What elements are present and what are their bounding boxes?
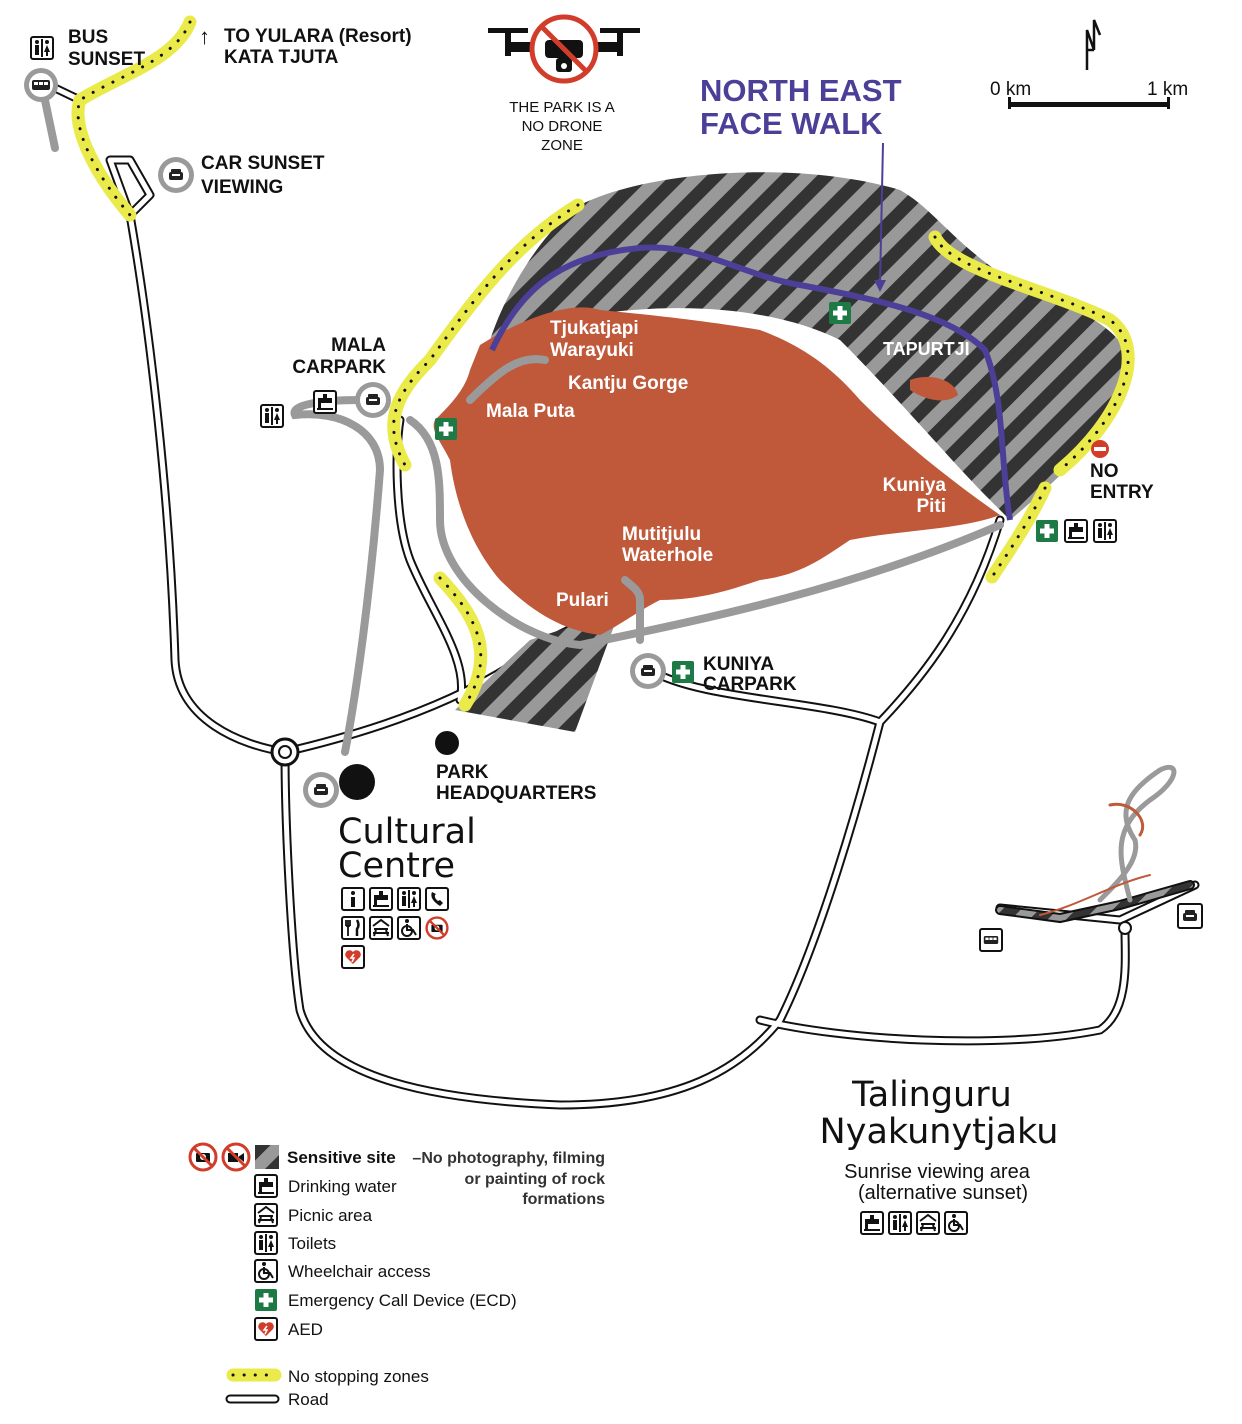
kuniya-carpark-marker[interactable]: [630, 653, 666, 689]
scale-end-label: 1 km: [1147, 79, 1188, 100]
sensitive-site-swatch: [255, 1145, 279, 1169]
scale-bar: [1008, 97, 1170, 109]
drinking-water-icon: [254, 1174, 278, 1198]
scale-start-label: 0 km: [990, 79, 1031, 100]
bus-marker[interactable]: [24, 68, 58, 102]
no-photo-icon: [188, 1142, 218, 1172]
talinguru-car-icon: [1177, 903, 1203, 929]
no-entry-icon: [1091, 440, 1109, 458]
toilets-icon: [30, 36, 54, 60]
aed-icon: [341, 945, 365, 969]
mala-carpark-marker[interactable]: [355, 382, 391, 418]
toilets-icon: [397, 887, 421, 911]
wheelchair-icon: [397, 916, 421, 940]
sunrise-label: Sunrise viewing area(alternative sunset): [844, 1161, 1031, 1204]
rock-outcrop: [910, 376, 958, 401]
legend-no-stopping: No stopping zones: [288, 1367, 429, 1386]
no-stopping-zones: [71, 15, 1135, 1382]
legend-road: Road: [288, 1390, 329, 1409]
legend-item-drinking-water: Drinking water: [288, 1177, 397, 1196]
up-arrow-icon: ↑: [199, 24, 210, 49]
ecd-icon: [672, 661, 694, 683]
aed-icon: [254, 1317, 278, 1341]
kantju-label: Kantju Gorge: [568, 373, 688, 394]
drinking-water-icon: [860, 1211, 884, 1235]
walk-pointer-arrow: [874, 280, 886, 292]
wheelchair-icon: [254, 1259, 278, 1283]
north-arrow-icon: [1085, 19, 1102, 70]
cultural-centre-amenities: [340, 887, 449, 969]
picnic-icon: [369, 916, 393, 940]
legend-item-wheelchair: Wheelchair access: [288, 1262, 431, 1281]
no-filming-icon: [221, 1142, 251, 1172]
toilets-icon: [260, 404, 284, 428]
no-drone-icon: [488, 14, 640, 84]
toilets-icon: [254, 1231, 278, 1255]
toilets-icon: [1093, 519, 1117, 543]
car-sunset-marker[interactable]: [158, 157, 194, 193]
pulari-label: Pulari: [556, 590, 609, 611]
tapurtji-label: TAPURTJI: [883, 339, 970, 359]
info-icon: [341, 887, 365, 911]
picnic-icon: [254, 1203, 278, 1227]
legend-item-toilets: Toilets: [288, 1234, 336, 1253]
phone-icon: [425, 887, 449, 911]
legend-item-ecd: Emergency Call Device (ECD): [288, 1291, 517, 1310]
ecd-icon: [829, 302, 851, 324]
ecd-icon: [1036, 520, 1058, 542]
ecd-icon: [435, 418, 457, 440]
picnic-icon: [916, 1211, 940, 1235]
talinguru-amenities: [860, 1211, 968, 1235]
north-east-face-walk: [489, 244, 1013, 521]
walking-paths: [290, 355, 1004, 756]
legend-item-aed: AED: [288, 1320, 323, 1339]
talinguru-bus-icon: [979, 928, 1003, 952]
walk-pointer-line: [879, 142, 884, 286]
drinking-water-icon: [1064, 519, 1088, 543]
restaurant-icon: [340, 915, 366, 941]
cultural-centre-dot: [339, 764, 375, 800]
drinking-water-icon: [369, 887, 393, 911]
park-hq-dot: [435, 731, 459, 755]
to-yulara-label: TO YULARA (Resort)KATA TJUTA: [224, 26, 412, 68]
ecd-icon: [255, 1289, 277, 1311]
legend-sensitive-title: Sensitive site: [287, 1148, 396, 1167]
no-photo-icon: [425, 916, 449, 940]
drinking-water-icon: [313, 390, 337, 414]
uluru-rock: [433, 307, 1001, 635]
wheelchair-icon: [944, 1211, 968, 1235]
legend-item-picnic: Picnic area: [288, 1206, 373, 1225]
talinguru-inset: [995, 764, 1195, 924]
cultural-centre-car-marker[interactable]: [303, 772, 339, 808]
mala-puta-label: Mala Puta: [486, 401, 575, 422]
toilets-icon: [888, 1211, 912, 1235]
